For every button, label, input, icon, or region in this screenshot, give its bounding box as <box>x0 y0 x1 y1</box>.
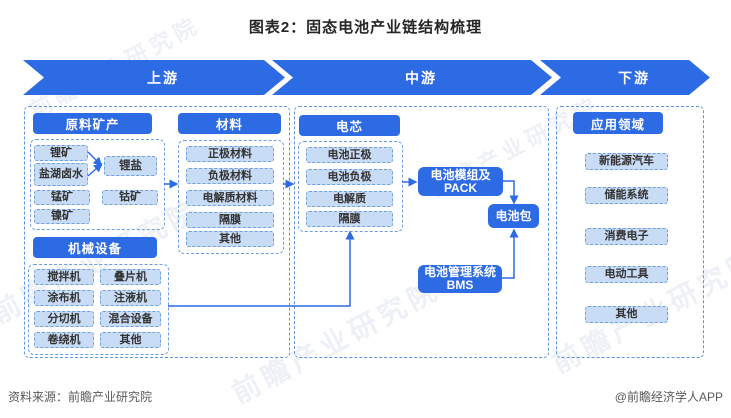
node-nickel-ore: 镍矿 <box>34 209 90 224</box>
node-bms: 电池管理系统 BMS <box>418 265 502 293</box>
node-slitter: 分切机 <box>34 311 94 327</box>
banner-upstream: 上游 <box>23 60 285 95</box>
node-salt-lake-brine: 盐湖卤水 <box>34 163 88 186</box>
node-power-tools: 电动工具 <box>585 266 668 283</box>
cell-header: 电芯 <box>299 115 400 136</box>
applications-header: 应用领域 <box>573 112 663 134</box>
node-manganese-ore: 锰矿 <box>34 190 90 205</box>
node-separator: 隔膜 <box>306 211 393 227</box>
node-battery-pack: 电池包 <box>488 204 539 228</box>
node-winder: 卷绕机 <box>34 332 94 348</box>
midstream-section-box <box>294 106 549 358</box>
node-nev: 新能源汽车 <box>585 153 668 170</box>
node-battery-pack-label: 电池包 <box>495 208 532 223</box>
node-cobalt-ore: 钴矿 <box>102 190 158 205</box>
upstream-section-box <box>24 106 290 358</box>
node-bms-line1: 电池管理系统 <box>423 265 496 279</box>
node-stacker: 叠片机 <box>100 269 161 285</box>
node-electrolyte-material: 电解质材料 <box>186 190 274 206</box>
node-separator-material: 隔膜 <box>186 212 274 228</box>
node-lithium-ore: 锂矿 <box>34 145 88 161</box>
page-title: 图表2：固态电池产业链结构梳理 <box>248 19 483 36</box>
node-other-machine: 其他 <box>100 332 161 348</box>
node-module-pack: 电池模组及 PACK <box>418 167 503 196</box>
credit-note: @前瞻经济学人APP <box>614 390 723 404</box>
node-bms-line2: BMS <box>446 278 474 292</box>
node-energy-storage: 储能系统 <box>585 187 668 204</box>
banner-upstream-label: 上游 <box>147 69 179 86</box>
minerals-header: 原料矿产 <box>33 113 152 134</box>
machinery-header: 机械设备 <box>33 237 157 258</box>
downstream-section-box <box>556 106 704 358</box>
node-cathode-material: 正极材料 <box>186 146 274 162</box>
machinery-group-box <box>28 264 169 355</box>
node-module-pack-line1: 电池模组及 <box>430 167 491 182</box>
banner-midstream: 中游 <box>272 60 552 95</box>
node-electrolyte: 电解质 <box>306 191 393 207</box>
node-battery-anode: 电池负极 <box>306 169 393 185</box>
node-other-application: 其他 <box>585 306 668 323</box>
banner-downstream-label: 下游 <box>618 69 650 86</box>
node-blending-equipment: 混合设备 <box>100 311 161 327</box>
node-injector: 注液机 <box>100 290 161 306</box>
banner-downstream: 下游 <box>540 60 710 95</box>
node-battery-cathode: 电池正极 <box>306 147 393 163</box>
node-module-pack-line2: PACK <box>443 180 478 195</box>
materials-header: 材料 <box>178 113 281 134</box>
node-lithium-salt: 锂盐 <box>104 156 157 176</box>
node-consumer-electronics: 消费电子 <box>585 228 668 245</box>
node-anode-material: 负极材料 <box>186 168 274 184</box>
source-note: 资料来源：前瞻产业研究院 <box>8 390 153 404</box>
node-coater: 涂布机 <box>34 290 94 306</box>
node-other-material: 其他 <box>186 231 274 247</box>
banner-midstream-label: 中游 <box>405 69 437 86</box>
node-mixer: 搅拌机 <box>34 269 94 285</box>
